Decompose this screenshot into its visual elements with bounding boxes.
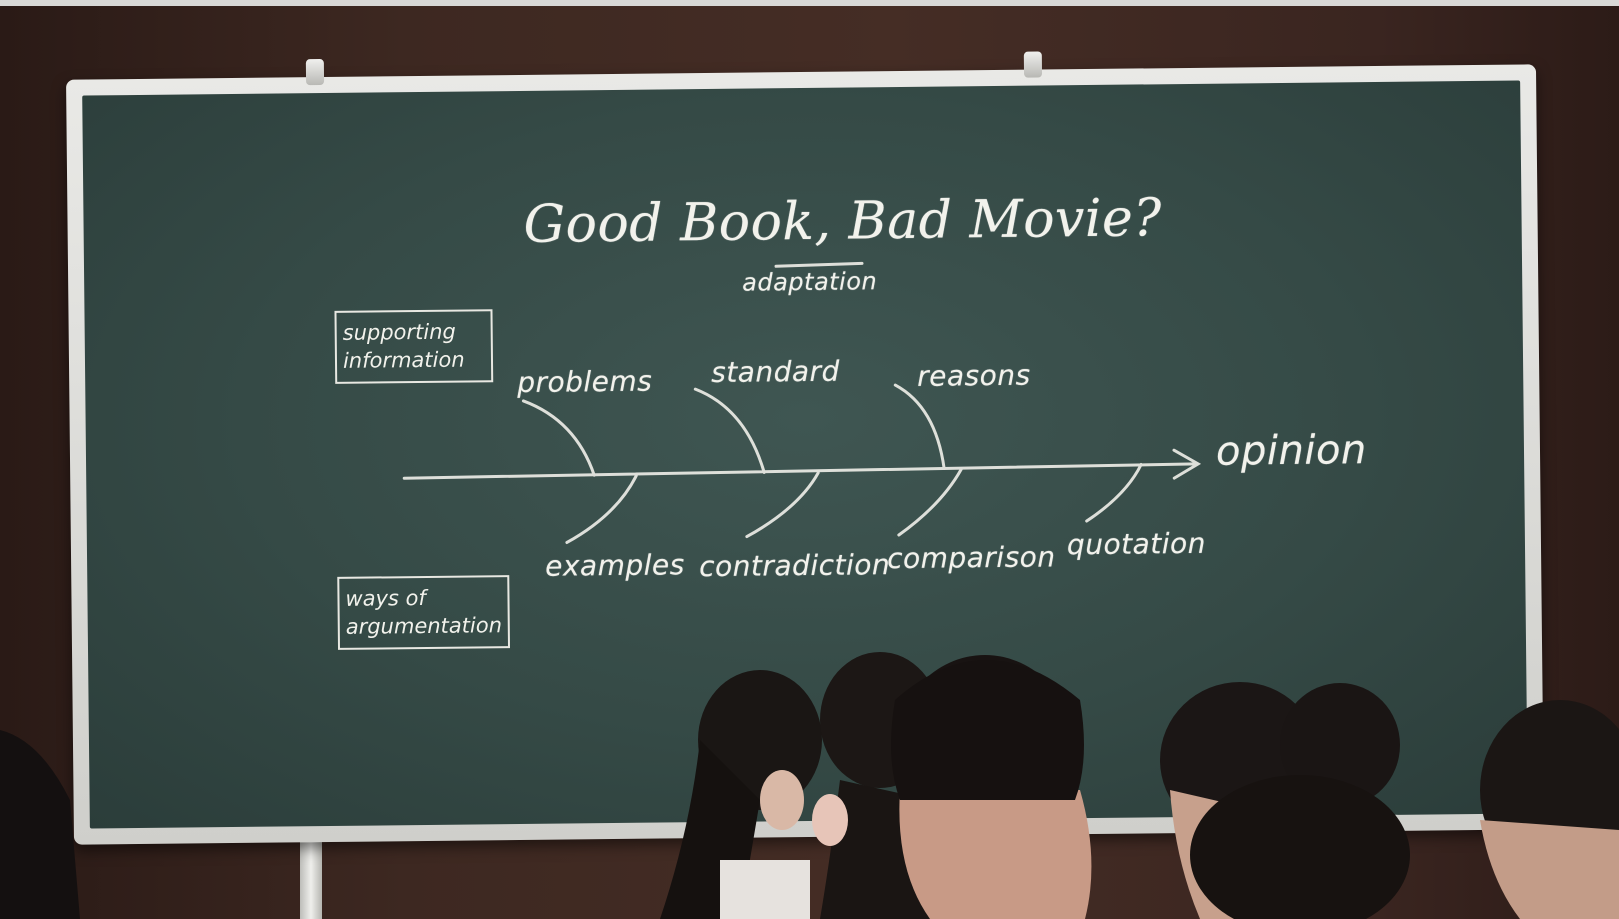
student-face (760, 770, 804, 830)
chalkboard-frame: Good Book, Bad Movie? adaptation support… (66, 51, 1544, 845)
bone-standard (693, 387, 766, 474)
arrowhead (1172, 448, 1202, 480)
student-hand (812, 794, 848, 846)
title-underline (774, 261, 864, 268)
bone-examples (565, 474, 638, 544)
bone-problems (521, 399, 596, 477)
student-head (1190, 775, 1410, 919)
student-face (899, 790, 1092, 919)
chalkboard: Good Book, Bad Movie? adaptation support… (82, 80, 1528, 829)
board-stand-leg (300, 830, 322, 919)
student-collar (720, 860, 810, 919)
spine-line (402, 462, 1198, 480)
bone-comparison (897, 467, 963, 537)
student-silhouette (0, 730, 80, 919)
student-face (1480, 820, 1619, 919)
student-hair (891, 660, 1084, 800)
bone-reasons (893, 383, 946, 471)
bone-quotation (1085, 462, 1143, 523)
bone-contradiction (745, 471, 820, 539)
fishbone-diagram-lines (402, 261, 1202, 544)
